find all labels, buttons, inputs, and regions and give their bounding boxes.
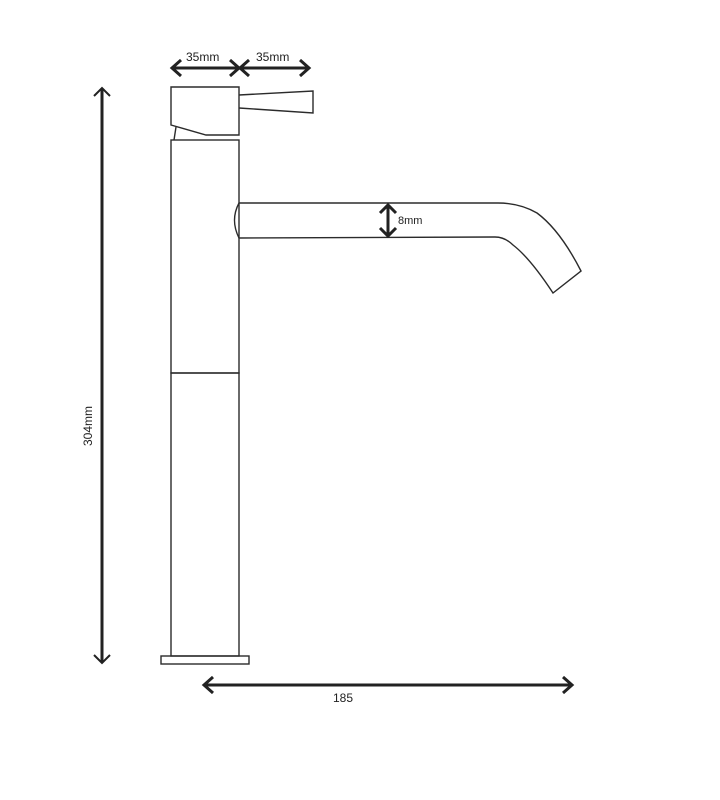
dimension-overall-height: 304mm (81, 86, 111, 665)
label-handle-width: 35mm (186, 50, 219, 64)
column-upper (170, 139, 240, 374)
base-plate (160, 655, 250, 665)
spout (238, 202, 582, 295)
dimension-spout-diameter: 8mm (378, 202, 422, 239)
label-spout-reach: 185 (333, 691, 353, 705)
dimension-lever-length: 35mm (237, 50, 312, 78)
column-lower (170, 372, 240, 657)
spout-joint (233, 202, 240, 239)
dimension-spout-reach: 185 (201, 675, 575, 705)
handle-body (170, 86, 240, 136)
label-lever-length: 35mm (256, 50, 289, 64)
dimension-handle-width: 35mm (169, 50, 242, 78)
handle-connector (173, 126, 177, 141)
lever-handle (238, 90, 314, 114)
label-overall-height: 304mm (81, 406, 95, 446)
label-spout-diameter: 8mm (398, 215, 422, 227)
